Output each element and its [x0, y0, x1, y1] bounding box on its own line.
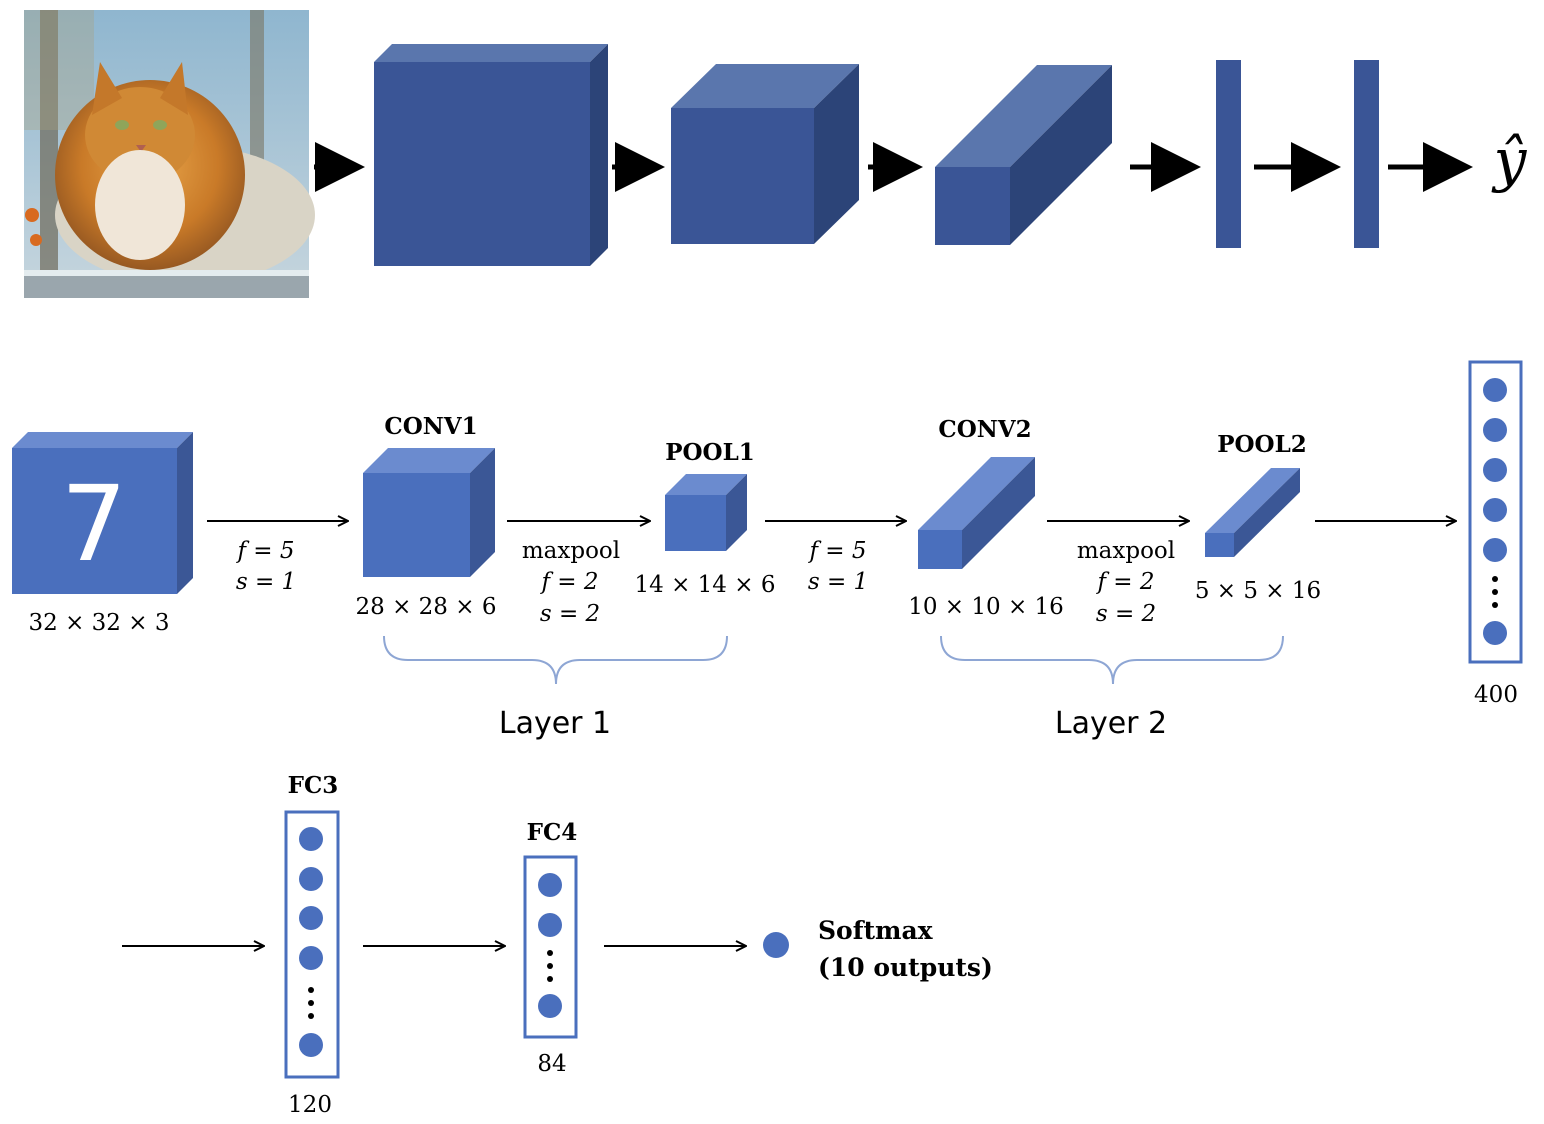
layer1-label: Layer 1 — [499, 706, 611, 741]
conv2-param-f: f = 5 — [807, 538, 866, 564]
top-block-3 — [935, 65, 1112, 245]
neuron — [299, 827, 323, 851]
softmax-subtitle: (10 outputs) — [818, 953, 993, 982]
input-dims: 32 × 32 × 3 — [29, 610, 170, 636]
ellipsis-dot — [308, 1000, 314, 1006]
cat-photo — [24, 10, 315, 298]
pool1-block — [665, 474, 747, 551]
input-block: 7 — [12, 432, 193, 594]
neuron — [538, 913, 562, 937]
layer2-brace — [940, 635, 1284, 685]
fc4-size: 84 — [537, 1051, 566, 1077]
neuron — [1483, 418, 1507, 442]
top-fc-bar-1 — [1216, 60, 1241, 248]
neuron — [299, 946, 323, 970]
pool2-param-s: s = 2 — [1096, 601, 1156, 627]
output-y-hat: ŷ — [1491, 126, 1528, 194]
pool1-title: POOL1 — [665, 439, 755, 466]
conv2-dims: 10 × 10 × 16 — [908, 594, 1064, 620]
pool2-title: POOL2 — [1217, 431, 1307, 458]
pool1-param-f: f = 2 — [539, 569, 598, 595]
top-block-2 — [671, 64, 859, 244]
flatten-layer — [1468, 360, 1523, 664]
softmax-neuron — [763, 932, 789, 958]
ellipsis-dot — [308, 1013, 314, 1019]
conv2-param-s: s = 1 — [808, 569, 868, 595]
conv1-title: CONV1 — [384, 413, 477, 440]
neuron — [1483, 538, 1507, 562]
pool2-param-f: f = 2 — [1095, 569, 1154, 595]
neuron — [299, 867, 323, 891]
neuron — [299, 906, 323, 930]
conv1-dims: 28 × 28 × 6 — [356, 594, 497, 620]
ellipsis-dot — [547, 963, 553, 969]
pool2-param-maxpool: maxpool — [1077, 538, 1175, 564]
pool1-dims: 14 × 14 × 6 — [635, 572, 776, 598]
neuron — [1483, 378, 1507, 402]
conv1-param-s: s = 1 — [236, 569, 296, 595]
ellipsis-dot — [1492, 576, 1498, 582]
neuron — [1483, 498, 1507, 522]
neuron — [538, 873, 562, 897]
pool1-param-s: s = 2 — [540, 601, 600, 627]
fc3-title: FC3 — [288, 772, 339, 799]
neuron — [1483, 621, 1507, 645]
ellipsis-dot — [308, 987, 314, 993]
input-digit: 7 — [61, 463, 127, 585]
conv2-block — [918, 457, 1035, 569]
conv1-block — [363, 448, 495, 577]
conv2-title: CONV2 — [938, 416, 1031, 443]
pool1-param-maxpool: maxpool — [522, 538, 620, 564]
layer1-brace — [383, 635, 728, 685]
fc4-title: FC4 — [527, 819, 578, 846]
pool2-block — [1205, 468, 1300, 557]
softmax-title: Softmax — [818, 916, 934, 945]
neuron — [538, 994, 562, 1018]
fc3-layer — [284, 810, 340, 1079]
fc3-size: 120 — [288, 1092, 332, 1118]
top-fc-bar-2 — [1354, 60, 1379, 248]
ellipsis-dot — [1492, 602, 1498, 608]
ellipsis-dot — [547, 950, 553, 956]
fc4-layer — [523, 855, 578, 1039]
ellipsis-dot — [547, 976, 553, 982]
pool2-dims: 5 × 5 × 16 — [1195, 578, 1321, 604]
flatten-size: 400 — [1474, 682, 1518, 708]
ellipsis-dot — [1492, 589, 1498, 595]
layer2-label: Layer 2 — [1055, 706, 1167, 741]
neuron — [299, 1033, 323, 1057]
neuron — [1483, 458, 1507, 482]
conv1-param-f: f = 5 — [235, 538, 294, 564]
top-block-1 — [374, 44, 608, 266]
